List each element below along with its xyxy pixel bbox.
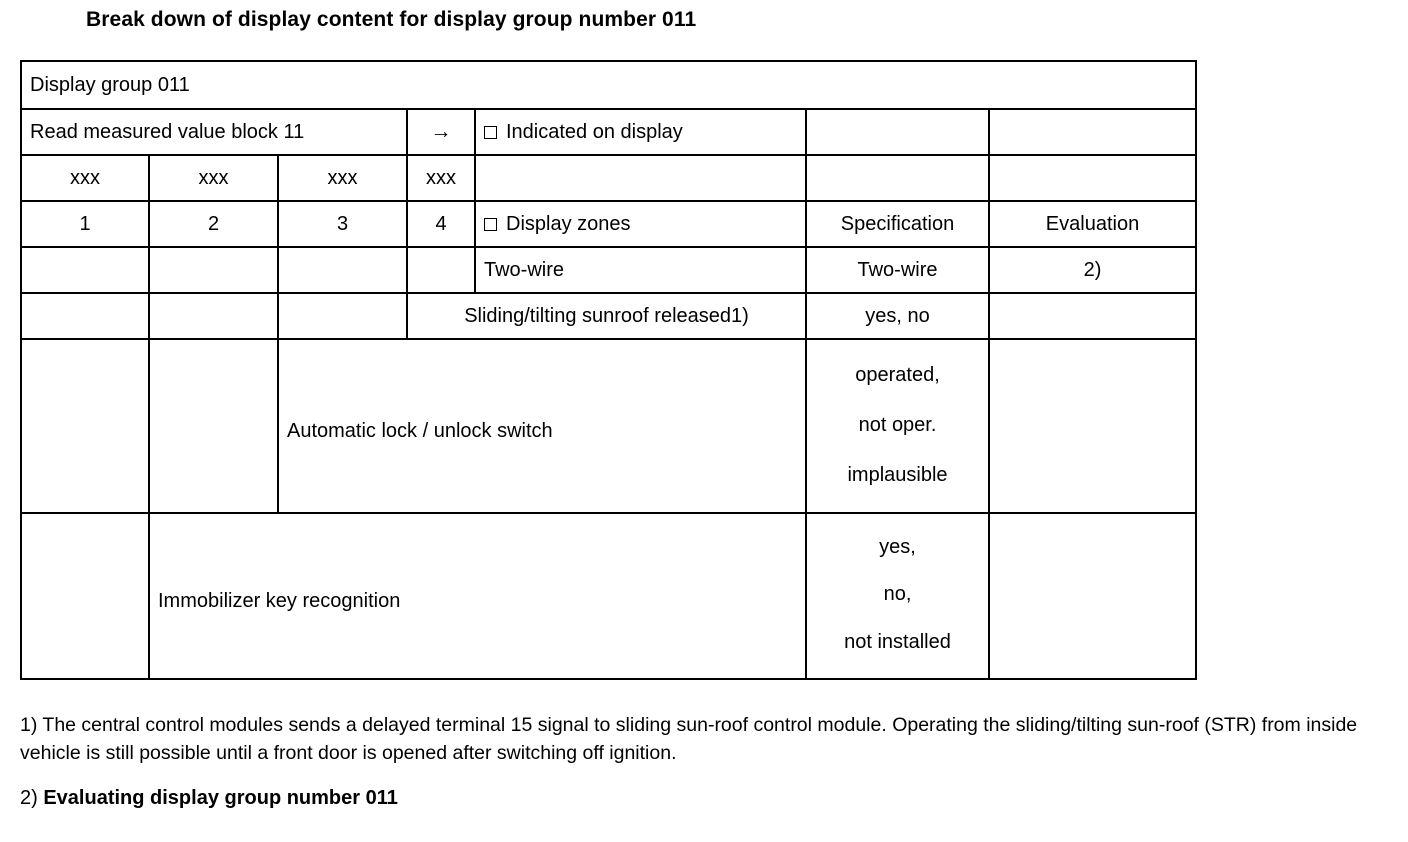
table-row: Two-wire Two-wire 2)	[20, 246, 1197, 294]
channel-placeholder-2: xxx	[148, 154, 279, 202]
blank-cell-c4-r5	[406, 246, 476, 294]
channel-placeholder-4: xxx	[406, 154, 476, 202]
indicated-on-display-label: Indicated on display	[506, 120, 683, 143]
zone-cell-empty-r3	[474, 154, 807, 202]
evaluation-value-automatic-lock-unlock-switch	[988, 338, 1197, 514]
blank-cell-c1-r7	[20, 338, 150, 514]
table-row: Sliding/tilting sunroof released1) yes, …	[20, 292, 1197, 340]
zone-value-sliding-tilting-sunroof: Sliding/tilting sunroof released1)	[406, 292, 807, 340]
blank-cell-c1-r8	[20, 512, 150, 680]
channel-number-4: 4	[406, 200, 476, 248]
specification-value-sliding-tilting-sunroof: yes, no	[805, 292, 990, 340]
zone-value-immobilizer-key-recognition: Immobilizer key recognition	[148, 512, 807, 680]
channel-number-2: 2	[148, 200, 279, 248]
display-group-header-cell: Display group 011	[20, 60, 1197, 110]
display-zones-cell: Display zones	[474, 200, 807, 248]
spec-cell-empty-r3	[805, 154, 990, 202]
table-row: Automatic lock / unlock switch operated,…	[20, 338, 1197, 514]
blank-cell-c1-r5	[20, 246, 150, 294]
specification-option: implausible	[847, 463, 948, 486]
table-row-placeholders: xxx xxx xxx xxx	[20, 154, 1197, 202]
display-group-table: Display group 011 Read measured value bl…	[20, 60, 1197, 680]
footnote-2-number: 2)	[20, 787, 44, 810]
blank-cell-c2-r5	[148, 246, 279, 294]
specification-option: no,	[883, 583, 912, 606]
specification-option: operated,	[855, 363, 940, 386]
channel-number-3: 3	[277, 200, 408, 248]
page-title: Break down of display content for displa…	[86, 8, 697, 31]
read-measured-value-block-cell: Read measured value block 11	[20, 108, 408, 156]
empty-checkbox-icon	[484, 125, 497, 139]
specification-value-immobilizer-key-recognition: yes, no, not installed	[805, 512, 990, 680]
evaluation-value-sliding-tilting-sunroof	[988, 292, 1197, 340]
channel-placeholder-1: xxx	[20, 154, 150, 202]
right-arrow-icon: →	[430, 119, 452, 143]
eval-cell-empty-r2	[988, 108, 1197, 156]
specification-options-stack: operated, not oper. implausible	[815, 340, 980, 512]
blank-cell-c3-r6	[277, 292, 408, 340]
channel-number-1: 1	[20, 200, 150, 248]
table-row-read-block: Read measured value block 11 → Indicated…	[20, 108, 1197, 156]
footnotes-section: 1) The central control modules sends a d…	[20, 712, 1398, 810]
table-row-column-headers: 1 2 3 4 Display zones Specification Eval…	[20, 200, 1197, 248]
arrow-cell: →	[406, 108, 476, 156]
specification-value-automatic-lock-unlock-switch: operated, not oper. implausible	[805, 338, 990, 514]
footnote-2-text: Evaluating display group number 011	[43, 787, 398, 810]
empty-checkbox-icon	[484, 217, 497, 231]
blank-cell-c1-r6	[20, 292, 150, 340]
evaluation-value-immobilizer-key-recognition	[988, 512, 1197, 680]
zone-value-automatic-lock-unlock-switch: Automatic lock / unlock switch	[277, 338, 807, 514]
specification-option: yes,	[879, 536, 916, 559]
zone-label-text: Immobilizer key recognition	[158, 589, 401, 612]
footnote-2: 2) Evaluating display group number 011	[20, 787, 1398, 810]
evaluation-value-two-wire: 2)	[988, 246, 1197, 294]
table-row-group-header: Display group 011	[20, 60, 1197, 110]
display-zones-label: Display zones	[506, 212, 631, 235]
blank-cell-c2-r7	[148, 338, 279, 514]
channel-placeholder-3: xxx	[277, 154, 408, 202]
column-header-evaluation: Evaluation	[988, 200, 1197, 248]
footnote-1: 1) The central control modules sends a d…	[20, 714, 1358, 764]
indicated-on-display-cell: Indicated on display	[474, 108, 807, 156]
specification-option: not oper.	[858, 413, 937, 436]
specification-options-stack: yes, no, not installed	[815, 514, 980, 678]
column-header-specification: Specification	[805, 200, 990, 248]
eval-cell-empty-r3	[988, 154, 1197, 202]
blank-cell-c3-r5	[277, 246, 408, 294]
specification-option: not installed	[844, 630, 951, 653]
spec-cell-empty-r2	[805, 108, 990, 156]
table-row: Immobilizer key recognition yes, no, not…	[20, 512, 1197, 680]
display-group-table-wrapper: Display group 011 Read measured value bl…	[20, 60, 1197, 680]
zone-label-text: Automatic lock / unlock switch	[287, 419, 553, 442]
specification-value-two-wire: Two-wire	[805, 246, 990, 294]
zone-value-two-wire: Two-wire	[474, 246, 807, 294]
blank-cell-c2-r6	[148, 292, 279, 340]
